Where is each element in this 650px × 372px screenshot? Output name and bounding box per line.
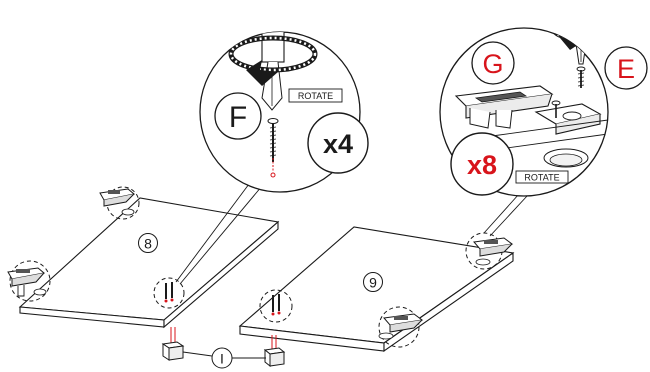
rotate-label: ROTATE (524, 173, 559, 183)
hinge-icon (378, 306, 424, 348)
connector-label: I (182, 347, 266, 369)
part-label-e-circle (604, 46, 648, 90)
connector-block-left (161, 327, 185, 361)
part-label-f: F (229, 101, 247, 134)
screwdriver-icon (261, 32, 285, 63)
hinge-icon (465, 232, 514, 270)
rotate-label: ROTATE (298, 91, 333, 101)
leader-line (179, 185, 263, 285)
leader-line (483, 193, 520, 234)
screw-icon (267, 118, 279, 178)
rotate-arrow-icon (228, 35, 318, 86)
quantity-badge-right (450, 132, 514, 196)
screw-icon (576, 66, 586, 88)
part-label-e: E (617, 54, 635, 84)
hinge-icon (7, 260, 51, 302)
panel-8-number: 8 (144, 236, 152, 252)
part-label-g-circle (471, 41, 515, 85)
detail-callout-left: ROTATE F x4 (199, 31, 369, 193)
svg-text:I: I (220, 351, 224, 367)
part-label-f-circle (214, 92, 262, 140)
detail-callout-right: ROTATE G E x8 (439, 27, 648, 197)
quantity-badge-left (307, 112, 369, 174)
connector-block-right (263, 335, 286, 368)
panel-9-number-circle (363, 272, 383, 292)
leader-line (175, 179, 253, 283)
screw-hole-marker (153, 277, 185, 309)
quantity-right: x8 (467, 150, 497, 180)
quantity-left: x4 (323, 129, 353, 159)
hinge-icon (99, 186, 140, 220)
panel-9: 9 (238, 226, 515, 353)
panel-8-number-circle (138, 233, 158, 253)
panel-9-number: 9 (369, 275, 377, 291)
hinge-icon (454, 85, 608, 168)
screw-hole-marker (259, 289, 293, 323)
part-label-g: G (482, 49, 503, 79)
panel-8: 8 (18, 197, 280, 329)
leader-line (489, 194, 529, 237)
